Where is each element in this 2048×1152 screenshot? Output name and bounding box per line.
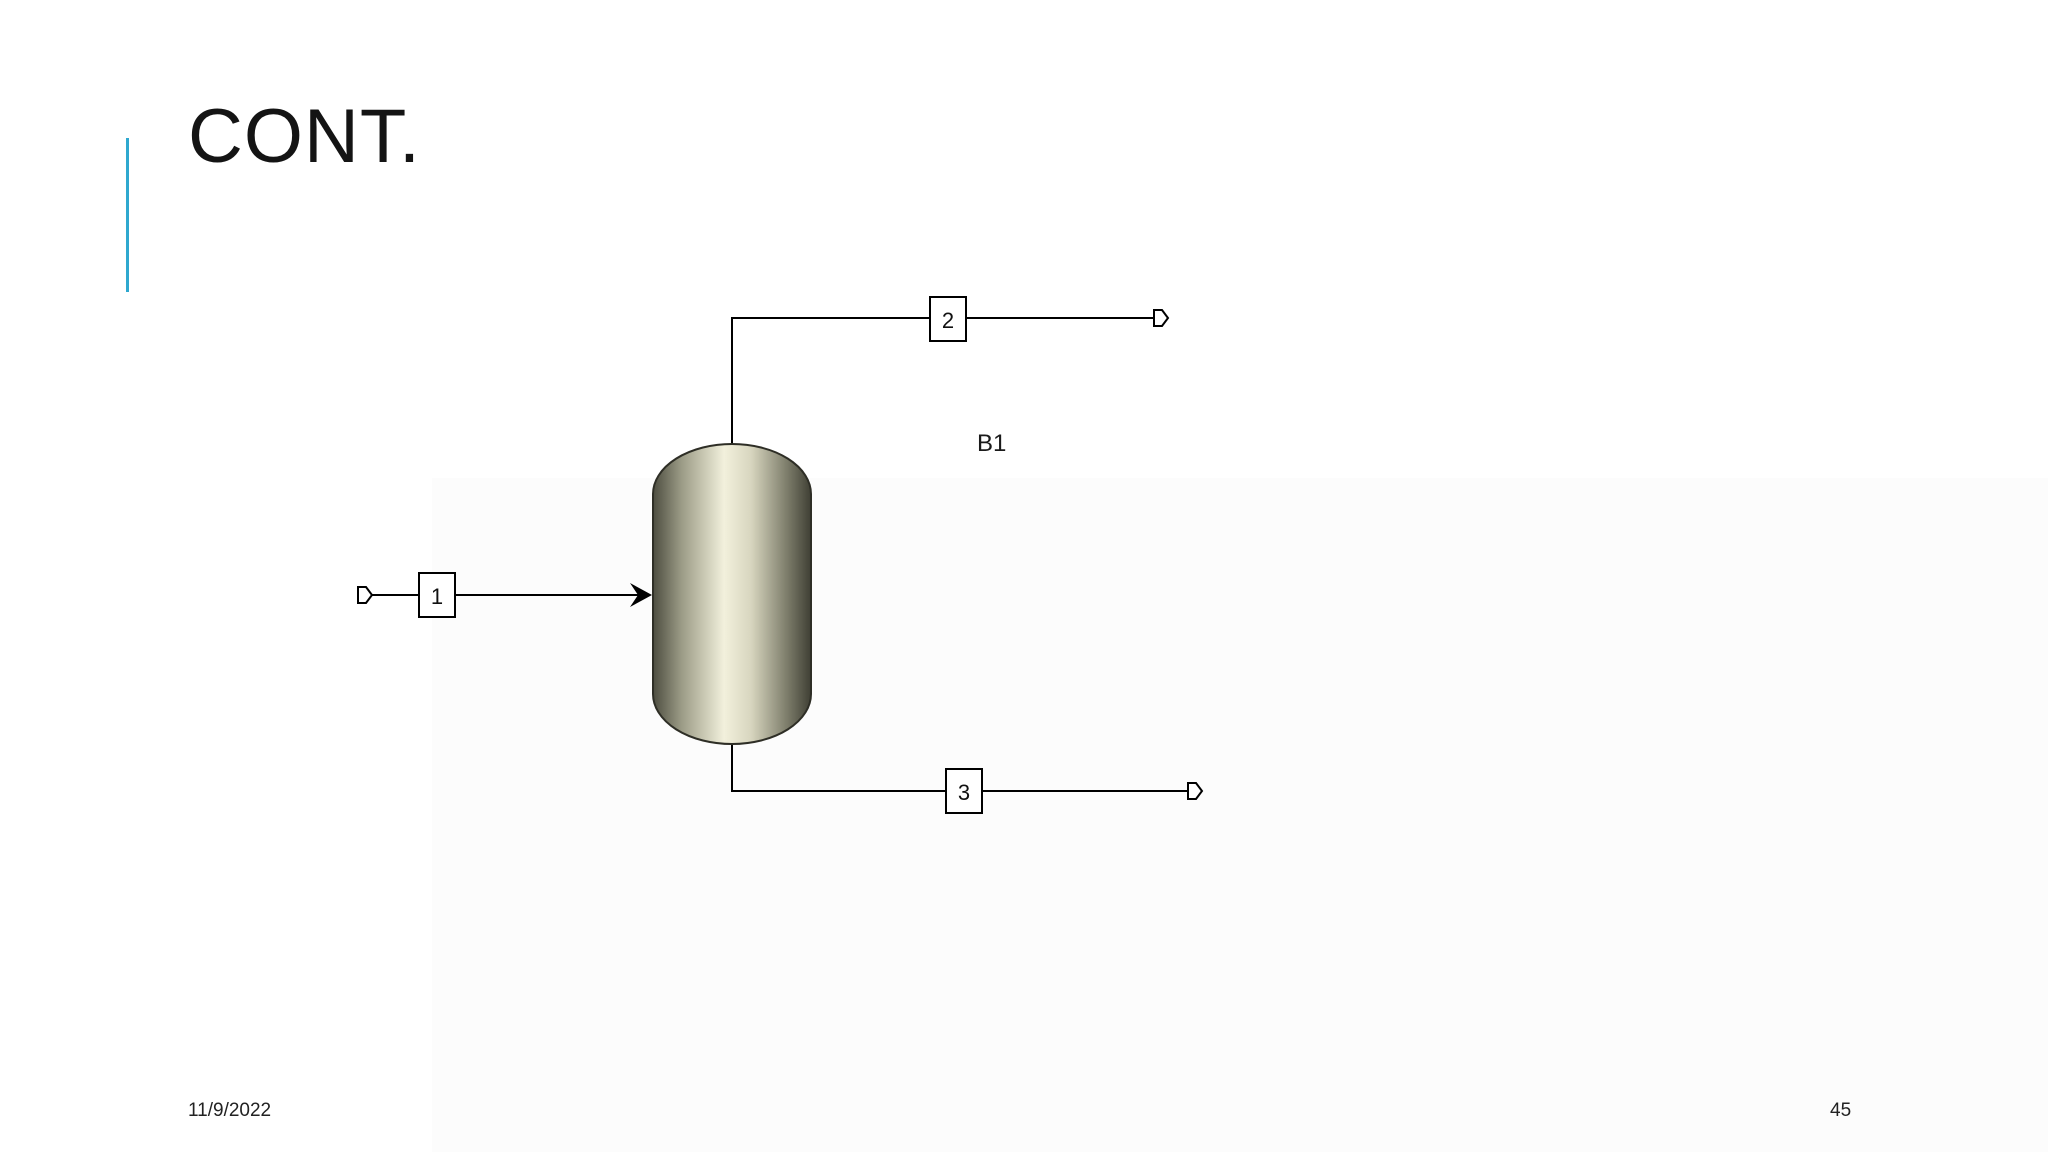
title-accent-bar (126, 138, 129, 292)
stream-1[interactable]: 1 (357, 572, 652, 618)
stream-2-line (731, 317, 1160, 446)
vapor-outlet-arrow-icon (1153, 309, 1170, 327)
block-b1[interactable]: B1 (652, 430, 1006, 745)
stream-2[interactable]: 2 (731, 296, 1170, 446)
slide-date: 11/9/2022 (188, 1100, 272, 1121)
stream-3[interactable]: 3 (731, 742, 1204, 814)
slide-title: CONT. (188, 94, 421, 179)
stream-1-label: 1 (431, 584, 443, 609)
stream-3-label: 3 (958, 780, 970, 805)
block-b1-label: B1 (977, 430, 1006, 457)
flash-vessel-icon[interactable] (652, 443, 812, 745)
vessel-inlet-arrowhead-icon (630, 583, 652, 607)
stream-2-label: 2 (942, 308, 954, 333)
stream-3-line (731, 742, 1194, 792)
stream-3-label-box[interactable] (945, 768, 983, 814)
feed-inlet-arrow-icon (357, 586, 374, 604)
liquid-outlet-arrow-icon (1187, 782, 1204, 800)
slide-page-number: 45 (1830, 1100, 1852, 1121)
stream-1-label-box[interactable] (418, 572, 456, 618)
stream-2-label-box[interactable] (929, 296, 967, 342)
